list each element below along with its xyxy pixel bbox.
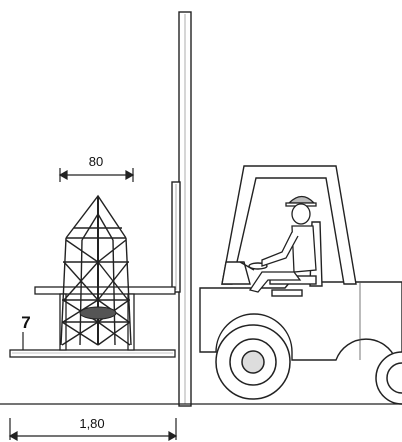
lattice-frame bbox=[60, 194, 132, 346]
frame-hub bbox=[79, 306, 117, 320]
dashboard bbox=[221, 261, 251, 285]
operator-figure bbox=[248, 195, 317, 293]
bottom-dimension bbox=[8, 418, 178, 442]
chassis bbox=[199, 281, 402, 361]
top-dimension bbox=[58, 168, 135, 182]
bottom-length-label: 1,80 bbox=[79, 416, 104, 431]
top-width-label: 80 bbox=[89, 154, 103, 169]
reference-number: 7 bbox=[21, 313, 30, 332]
hood-vent bbox=[271, 289, 303, 297]
bottom-pallet bbox=[9, 349, 176, 358]
rear-wheel bbox=[375, 351, 402, 405]
front-wheel bbox=[215, 324, 291, 400]
forklift-mast bbox=[171, 11, 192, 407]
